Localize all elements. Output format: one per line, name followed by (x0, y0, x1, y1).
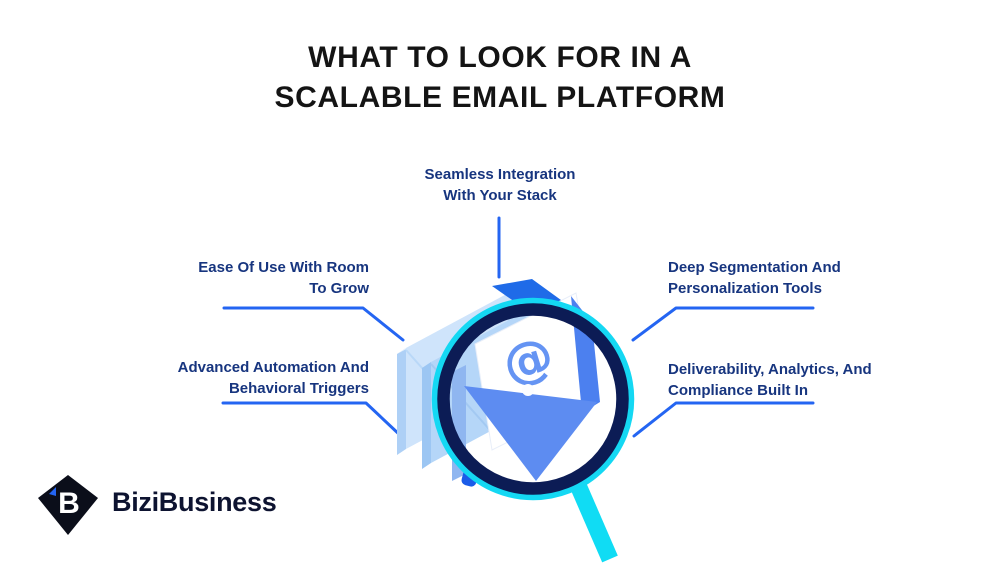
feature-label-deep-segmentation: Deep Segmentation And Personalization To… (668, 259, 841, 297)
feature-label-advanced-automation: Advanced Automation And Behavioral Trigg… (177, 359, 369, 397)
connector-left-lower (221, 401, 403, 438)
page-title-line-1: WHAT TO LOOK FOR IN A (308, 41, 692, 74)
brand-name: BiziBusiness (112, 487, 277, 517)
connector-left-upper (222, 306, 405, 342)
feature-label-deliverability-analytics: Deliverability, Analytics, And Complianc… (668, 361, 872, 399)
connector-right-upper (631, 306, 815, 342)
magnifier-outer-ring (431, 297, 635, 501)
page-title-line-2: SCALABLE EMAIL PLATFORM (274, 81, 726, 114)
envelope-front-icon (464, 384, 597, 481)
brand-logo-icon: B (38, 475, 98, 535)
magnifier-handle (566, 472, 618, 563)
logo-monogram: B (58, 487, 80, 520)
envelope-magnifier-illustration: @ (397, 279, 635, 563)
feature-label-seamless-integration: Seamless Integration With Your Stack (424, 166, 576, 204)
logo-accent-icon (49, 487, 56, 496)
magnifier-inner-ring (437, 303, 629, 495)
feature-label-ease-of-use: Ease Of Use With Room To Grow (198, 259, 369, 297)
magnifying-glass-icon (431, 297, 635, 563)
page-title: WHAT TO LOOK FOR IN A SCALABLE EMAIL PLA… (0, 38, 1000, 118)
connector-right-lower (632, 401, 815, 438)
